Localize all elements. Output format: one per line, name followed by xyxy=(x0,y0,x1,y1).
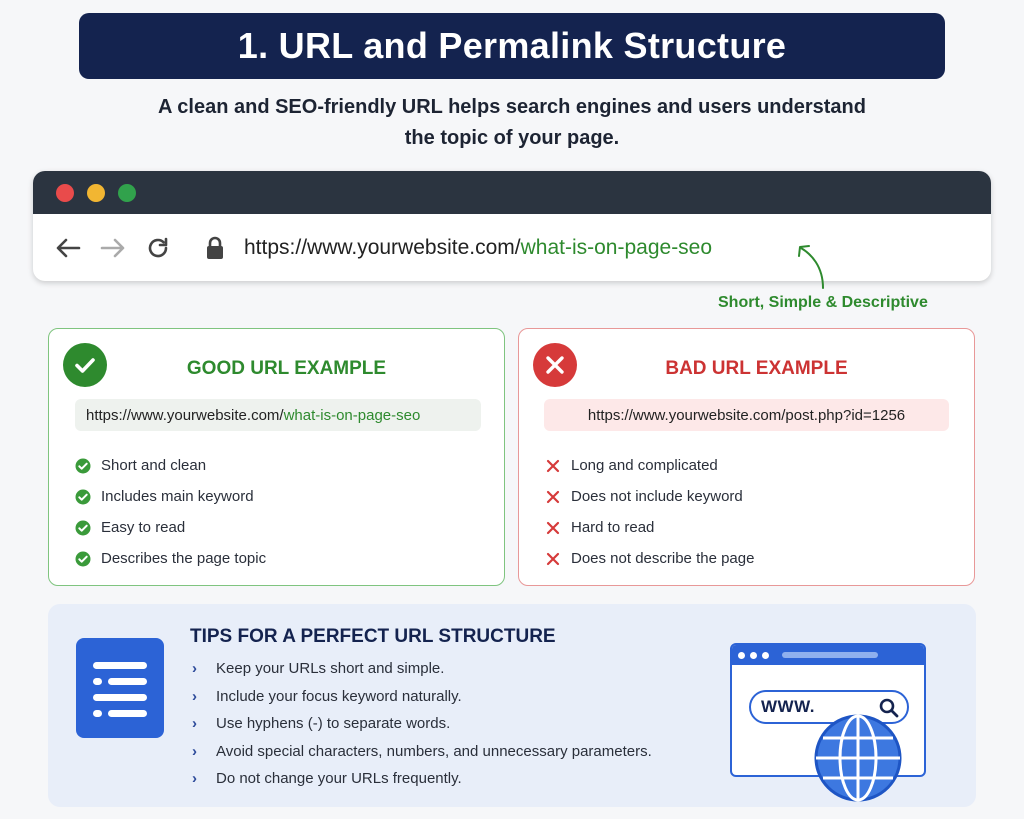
bad-point-text: Hard to read xyxy=(571,519,655,536)
address-url-base: https://www.yourwebsite.com/ xyxy=(244,235,521,259)
page-title: 1. URL and Permalink Structure xyxy=(237,25,787,66)
browser-titlebar xyxy=(33,171,991,214)
mini-search-box: WWW. xyxy=(749,690,909,724)
list-item: › Do not change your URLs frequently. xyxy=(192,765,652,793)
list-item: Describes the page topic xyxy=(75,543,266,574)
bad-url-card: BAD URL EXAMPLE https://www.yourwebsite.… xyxy=(518,328,975,586)
tips-list: › Keep your URLs short and simple. › Inclu… xyxy=(192,655,652,793)
browser-window: https://www.yourwebsite.com/what-is-on-p… xyxy=(33,171,991,281)
tips-title: TIPS FOR A PERFECT URL STRUCTURE xyxy=(190,626,556,647)
subtitle-line-2: the topic of your page. xyxy=(404,127,620,149)
list-item: Includes main keyword xyxy=(75,481,266,512)
good-point-text: Includes main keyword xyxy=(101,488,254,505)
address-url-slug: what-is-on-page-seo xyxy=(520,235,713,259)
search-icon xyxy=(879,698,899,718)
list-item: Easy to read xyxy=(75,512,266,543)
window-minimize-dot[interactable] xyxy=(87,183,105,202)
subtitle: A clean and SEO-friendly URL helps searc… xyxy=(100,92,924,154)
tip-text: Use hyphens (-) to separate words. xyxy=(216,715,451,733)
lock-icon xyxy=(200,233,230,263)
chevron-right-icon: › xyxy=(192,715,197,733)
x-icon xyxy=(545,520,561,536)
bad-card-title: BAD URL EXAMPLE xyxy=(665,358,848,379)
good-point-text: Describes the page topic xyxy=(101,550,267,567)
chevron-right-icon: › xyxy=(192,770,197,788)
bad-url-example: https://www.yourwebsite.com/post.php?id=… xyxy=(544,399,949,431)
check-icon xyxy=(75,489,91,505)
back-arrow-icon[interactable] xyxy=(53,233,83,263)
x-circle-icon xyxy=(533,343,577,387)
list-item: Short and clean xyxy=(75,450,266,481)
annotation-arrow-icon xyxy=(798,245,824,289)
title-banner: 1. URL and Permalink Structure xyxy=(79,13,945,79)
check-icon xyxy=(75,520,91,536)
chevron-right-icon: › xyxy=(192,660,197,678)
forward-arrow-icon[interactable] xyxy=(98,233,128,263)
list-item: Does not describe the page xyxy=(545,543,754,574)
good-point-text: Short and clean xyxy=(101,457,207,474)
list-item: › Include your focus keyword naturally. xyxy=(192,683,652,711)
window-close-dot[interactable] xyxy=(56,183,74,202)
check-icon xyxy=(75,551,91,567)
globe-icon xyxy=(814,714,902,802)
mini-browser-titlebar xyxy=(732,645,924,665)
tip-text: Include your focus keyword naturally. xyxy=(216,687,462,705)
good-url-card: GOOD URL EXAMPLE https://www.yourwebsite… xyxy=(48,328,505,586)
list-item: Hard to read xyxy=(545,512,754,543)
bad-points-list: Long and complicated Does not include ke… xyxy=(545,450,754,574)
search-text: WWW. xyxy=(761,697,815,716)
subtitle-line-1: A clean and SEO-friendly URL helps searc… xyxy=(158,96,866,118)
good-url-base: https://www.yourwebsite.com/ xyxy=(86,406,284,424)
list-item: › Use hyphens (-) to separate words. xyxy=(192,710,652,738)
list-item: Long and complicated xyxy=(545,450,754,481)
browser-address-bar: https://www.yourwebsite.com/what-is-on-p… xyxy=(33,214,991,281)
x-icon xyxy=(545,489,561,505)
good-url-slug: what-is-on-page-seo xyxy=(283,406,421,424)
window-maximize-dot[interactable] xyxy=(118,183,136,202)
good-point-text: Easy to read xyxy=(101,519,186,536)
bad-point-text: Does not include keyword xyxy=(571,488,743,505)
x-icon xyxy=(545,458,561,474)
good-card-title: GOOD URL EXAMPLE xyxy=(186,358,387,379)
chevron-right-icon: › xyxy=(192,742,197,760)
address-url[interactable]: https://www.yourwebsite.com/what-is-on-p… xyxy=(244,236,712,260)
chevron-right-icon: › xyxy=(192,687,197,705)
good-url-example: https://www.yourwebsite.com/what-is-on-p… xyxy=(75,399,481,431)
x-icon xyxy=(545,551,561,567)
check-circle-icon xyxy=(63,343,107,387)
list-item: › Keep your URLs short and simple. xyxy=(192,655,652,683)
bad-point-text: Does not describe the page xyxy=(571,550,755,567)
document-list-icon xyxy=(76,638,164,738)
bad-point-text: Long and complicated xyxy=(571,457,718,474)
check-icon xyxy=(75,458,91,474)
list-item: › Avoid special characters, numbers, and … xyxy=(192,738,652,766)
tip-text: Avoid special characters, numbers, and u… xyxy=(216,742,652,760)
tips-panel: TIPS FOR A PERFECT URL STRUCTURE › Keep y… xyxy=(48,604,976,807)
reload-icon[interactable] xyxy=(143,233,173,263)
good-points-list: Short and clean Includes main keyword Ea… xyxy=(75,450,266,574)
tip-text: Do not change your URLs frequently. xyxy=(216,770,462,788)
tip-text: Keep your URLs short and simple. xyxy=(216,660,445,678)
url-annotation: Short, Simple & Descriptive xyxy=(718,294,928,311)
list-item: Does not include keyword xyxy=(545,481,754,512)
